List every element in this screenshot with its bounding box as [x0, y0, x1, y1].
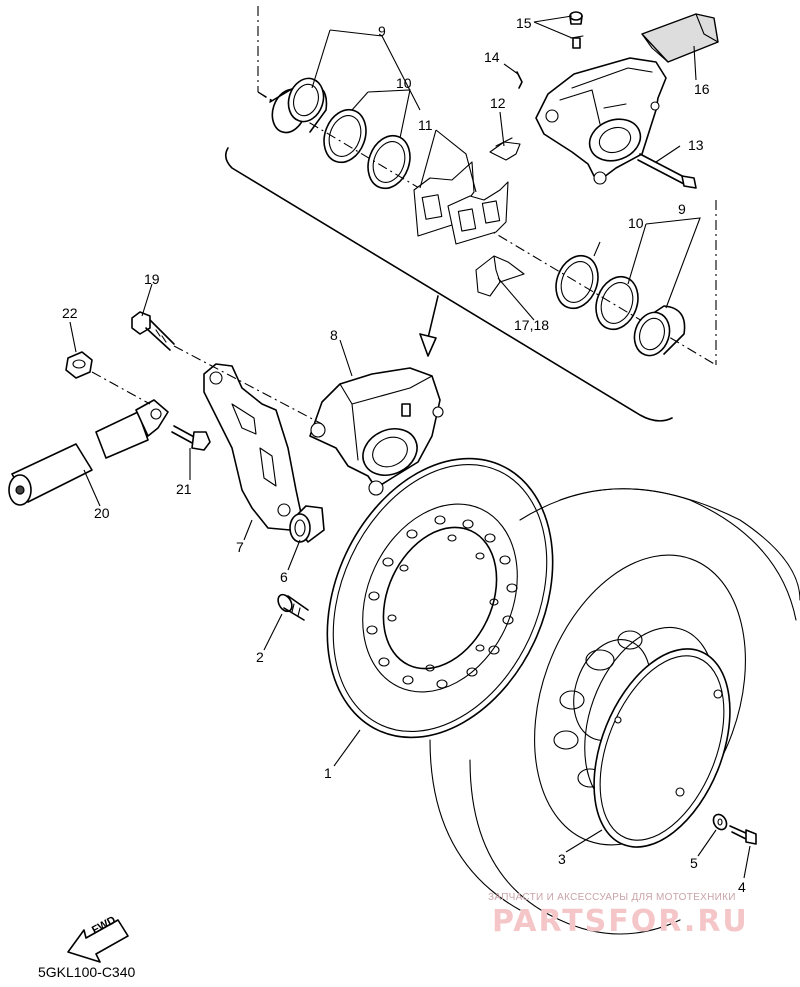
- callout-8: 8: [330, 327, 338, 343]
- caliper-body-exploded: [535, 57, 667, 185]
- callout-3: 3: [558, 851, 566, 867]
- brake-pads: [413, 161, 509, 245]
- seal-right-outer: [555, 254, 599, 310]
- torque-rod: [8, 399, 169, 506]
- diagram-code: 5GKL100-C340: [38, 964, 136, 980]
- caliper-assembly: [309, 367, 444, 496]
- callout-17-18: 17,18: [514, 317, 550, 333]
- disc-bolt-2: [277, 593, 309, 621]
- callout-10-bottom: 10: [628, 215, 644, 231]
- rotor-ring: [593, 648, 731, 848]
- callout-15: 15: [516, 15, 532, 31]
- seal-left-outer: [323, 108, 367, 164]
- screw-4: [729, 825, 757, 845]
- callout-10-top: 10: [396, 75, 412, 91]
- callout-20: 20: [94, 505, 110, 521]
- piston-right: [633, 305, 686, 357]
- pad-retainer: [475, 255, 525, 297]
- caliper-bracket: [203, 363, 303, 531]
- callout-4: 4: [738, 879, 746, 895]
- nut-22: [65, 351, 93, 379]
- seal-right-inner: [595, 275, 639, 331]
- bleed-screw: [569, 11, 584, 49]
- callout-19: 19: [144, 271, 160, 287]
- bolt-19: [131, 311, 175, 351]
- pad-cover: [641, 13, 719, 63]
- pad-spring: [489, 137, 521, 161]
- watermark-logo: PARTSFOR.RU: [492, 904, 749, 939]
- bolt-21: [171, 425, 211, 451]
- detail-arrow: [419, 295, 439, 357]
- caliper-bolt-13: [637, 153, 697, 189]
- assembly-dash-lines: [91, 345, 323, 425]
- callout-22: 22: [62, 305, 78, 321]
- callout-7: 7: [236, 539, 244, 555]
- callout-leader-lines: [69, 15, 751, 879]
- callout-1: 1: [324, 765, 332, 781]
- washer: [712, 813, 728, 831]
- callout-5: 5: [690, 855, 698, 871]
- brake-disc: [326, 457, 554, 739]
- callout-13: 13: [688, 137, 704, 153]
- callout-2: 2: [256, 649, 264, 665]
- callout-6: 6: [280, 569, 288, 585]
- callout-16: 16: [694, 81, 710, 97]
- piston-left: [269, 77, 328, 134]
- callout-9-top: 9: [378, 23, 386, 39]
- callout-14: 14: [484, 49, 500, 65]
- callout-11: 11: [418, 117, 433, 133]
- callout-9-bottom: 9: [678, 201, 686, 217]
- callout-21: 21: [176, 481, 192, 497]
- collar: [289, 505, 325, 543]
- callout-12: 12: [490, 95, 506, 111]
- pad-pin: [516, 71, 523, 89]
- disc-holes: [366, 515, 518, 689]
- fwd-arrow-icon: [67, 919, 129, 963]
- seal-left-inner: [367, 134, 411, 190]
- watermark-tagline: ЗАПЧАСТИ И АКСЕССУАРЫ ДЛЯ МОТОТЕХНИКИ: [488, 892, 736, 903]
